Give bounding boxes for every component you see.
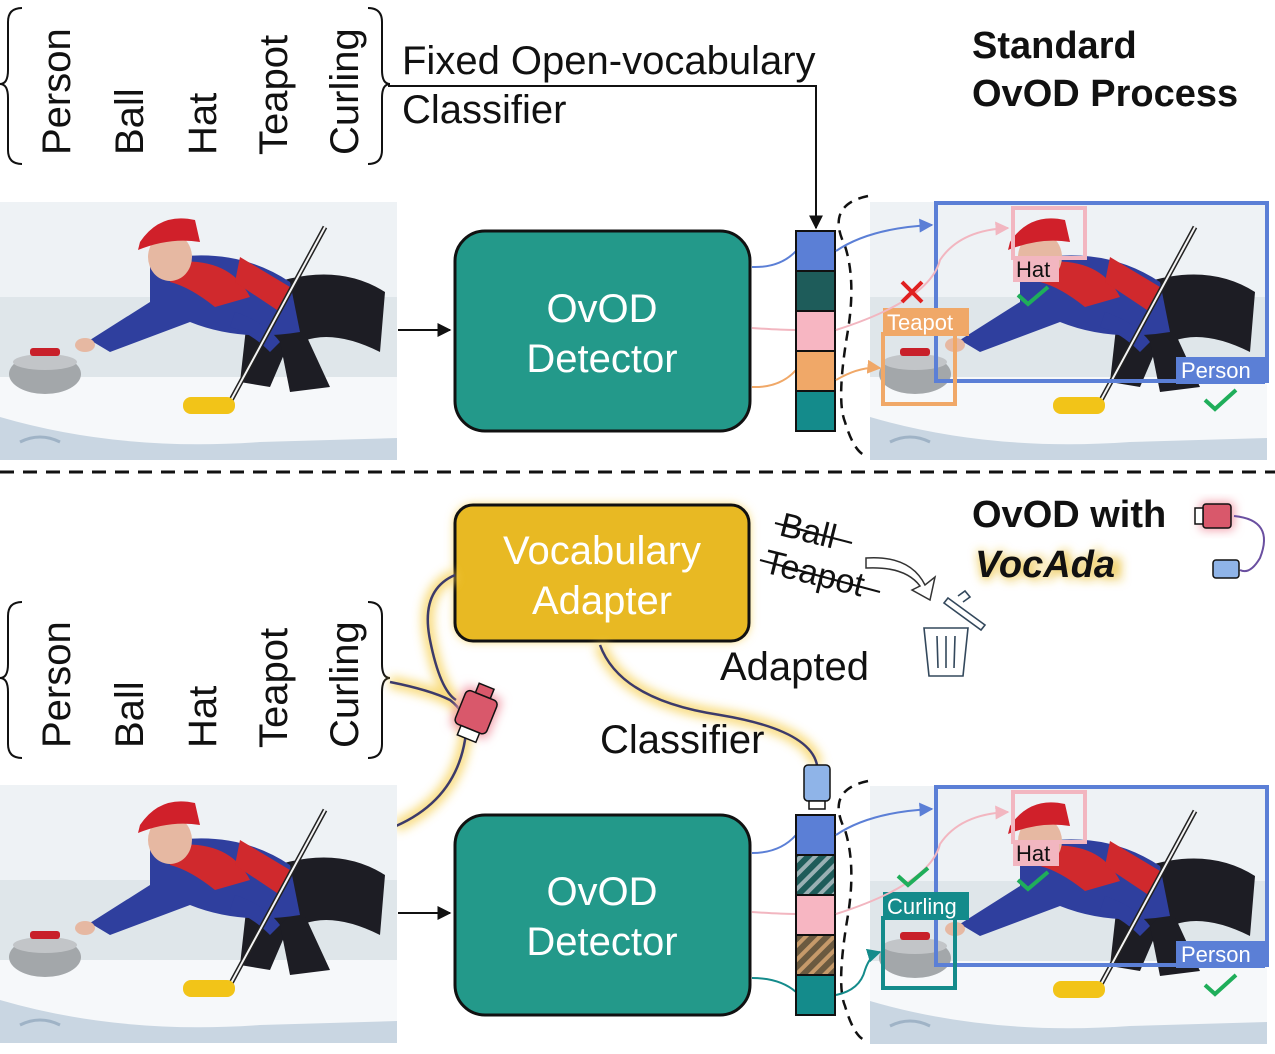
hat-tag: Hat [1016,841,1050,866]
vocab-word: Person [35,28,79,155]
detector-label: Detector [526,920,677,964]
person-bbox [934,785,1269,967]
plug-icon [1194,502,1265,579]
connector-icon [803,764,831,810]
adapted-label: Adapted [720,645,869,689]
vocab-brace-right [367,7,391,165]
classifier-label: Classifier [600,718,764,762]
section-title: OvOD Process [972,73,1238,115]
adapter-label: Adapter [532,579,672,623]
curling-tag: Curling [887,894,957,919]
vocada-glow: VocAda [975,544,1122,588]
section-title: Standard [972,25,1137,67]
vocab-word: Curling [323,28,367,155]
detector-label: OvOD [546,287,657,331]
vocab-word: Ball [108,681,152,748]
vocab-word: Hat [181,93,225,155]
check-icon [1203,973,1238,997]
check-icon [1203,388,1238,412]
vocab-word: Teapot [252,35,296,155]
person-tag: Person [1181,358,1251,383]
bottom-section: OvOD with VocAda VocAda Vocabulary Adapt… [0,494,1267,1044]
detector-label: OvOD [546,870,657,914]
dashed-bracket [837,779,869,1043]
section-title: VocAda [975,544,1115,586]
top-section: Person Ball Hat Teapot Curling Fixed Ope… [0,7,1269,460]
plug-icon [451,682,502,744]
vocab-word: Curling [323,621,367,748]
cross-icon [900,280,924,304]
detector-label: Detector [526,337,677,381]
vocab-brace-left [0,7,23,165]
embedding-stack [795,814,836,1016]
section-title: OvOD with [972,494,1166,536]
vocabulary-adapter-box [453,503,751,643]
check-icon [896,866,930,888]
person-tag: Person [1181,942,1251,967]
check-icon [1016,285,1050,307]
teapot-tag: Teapot [887,310,953,335]
embedding-stack [795,230,836,432]
classifier-label: Fixed Open-vocabulary [402,39,816,83]
detector-box [453,229,752,433]
vocab-word: Hat [181,686,225,748]
dashed-bracket [837,194,869,458]
detector-box [453,813,752,1017]
trash-icon [923,589,987,677]
adapter-label: Vocabulary [503,529,701,573]
check-icon [1016,870,1050,892]
hat-tag: Hat [1016,257,1050,282]
input-image [0,785,397,1043]
vocab-word: Ball [108,88,152,155]
vocab-word: Person [35,621,79,748]
person-bbox [934,201,1269,383]
arrow-icon [865,556,937,602]
vocab-word: Teapot [252,628,296,748]
classifier-label: Classifier [402,88,566,132]
input-image [0,202,397,460]
classifier-arrow [388,85,823,230]
